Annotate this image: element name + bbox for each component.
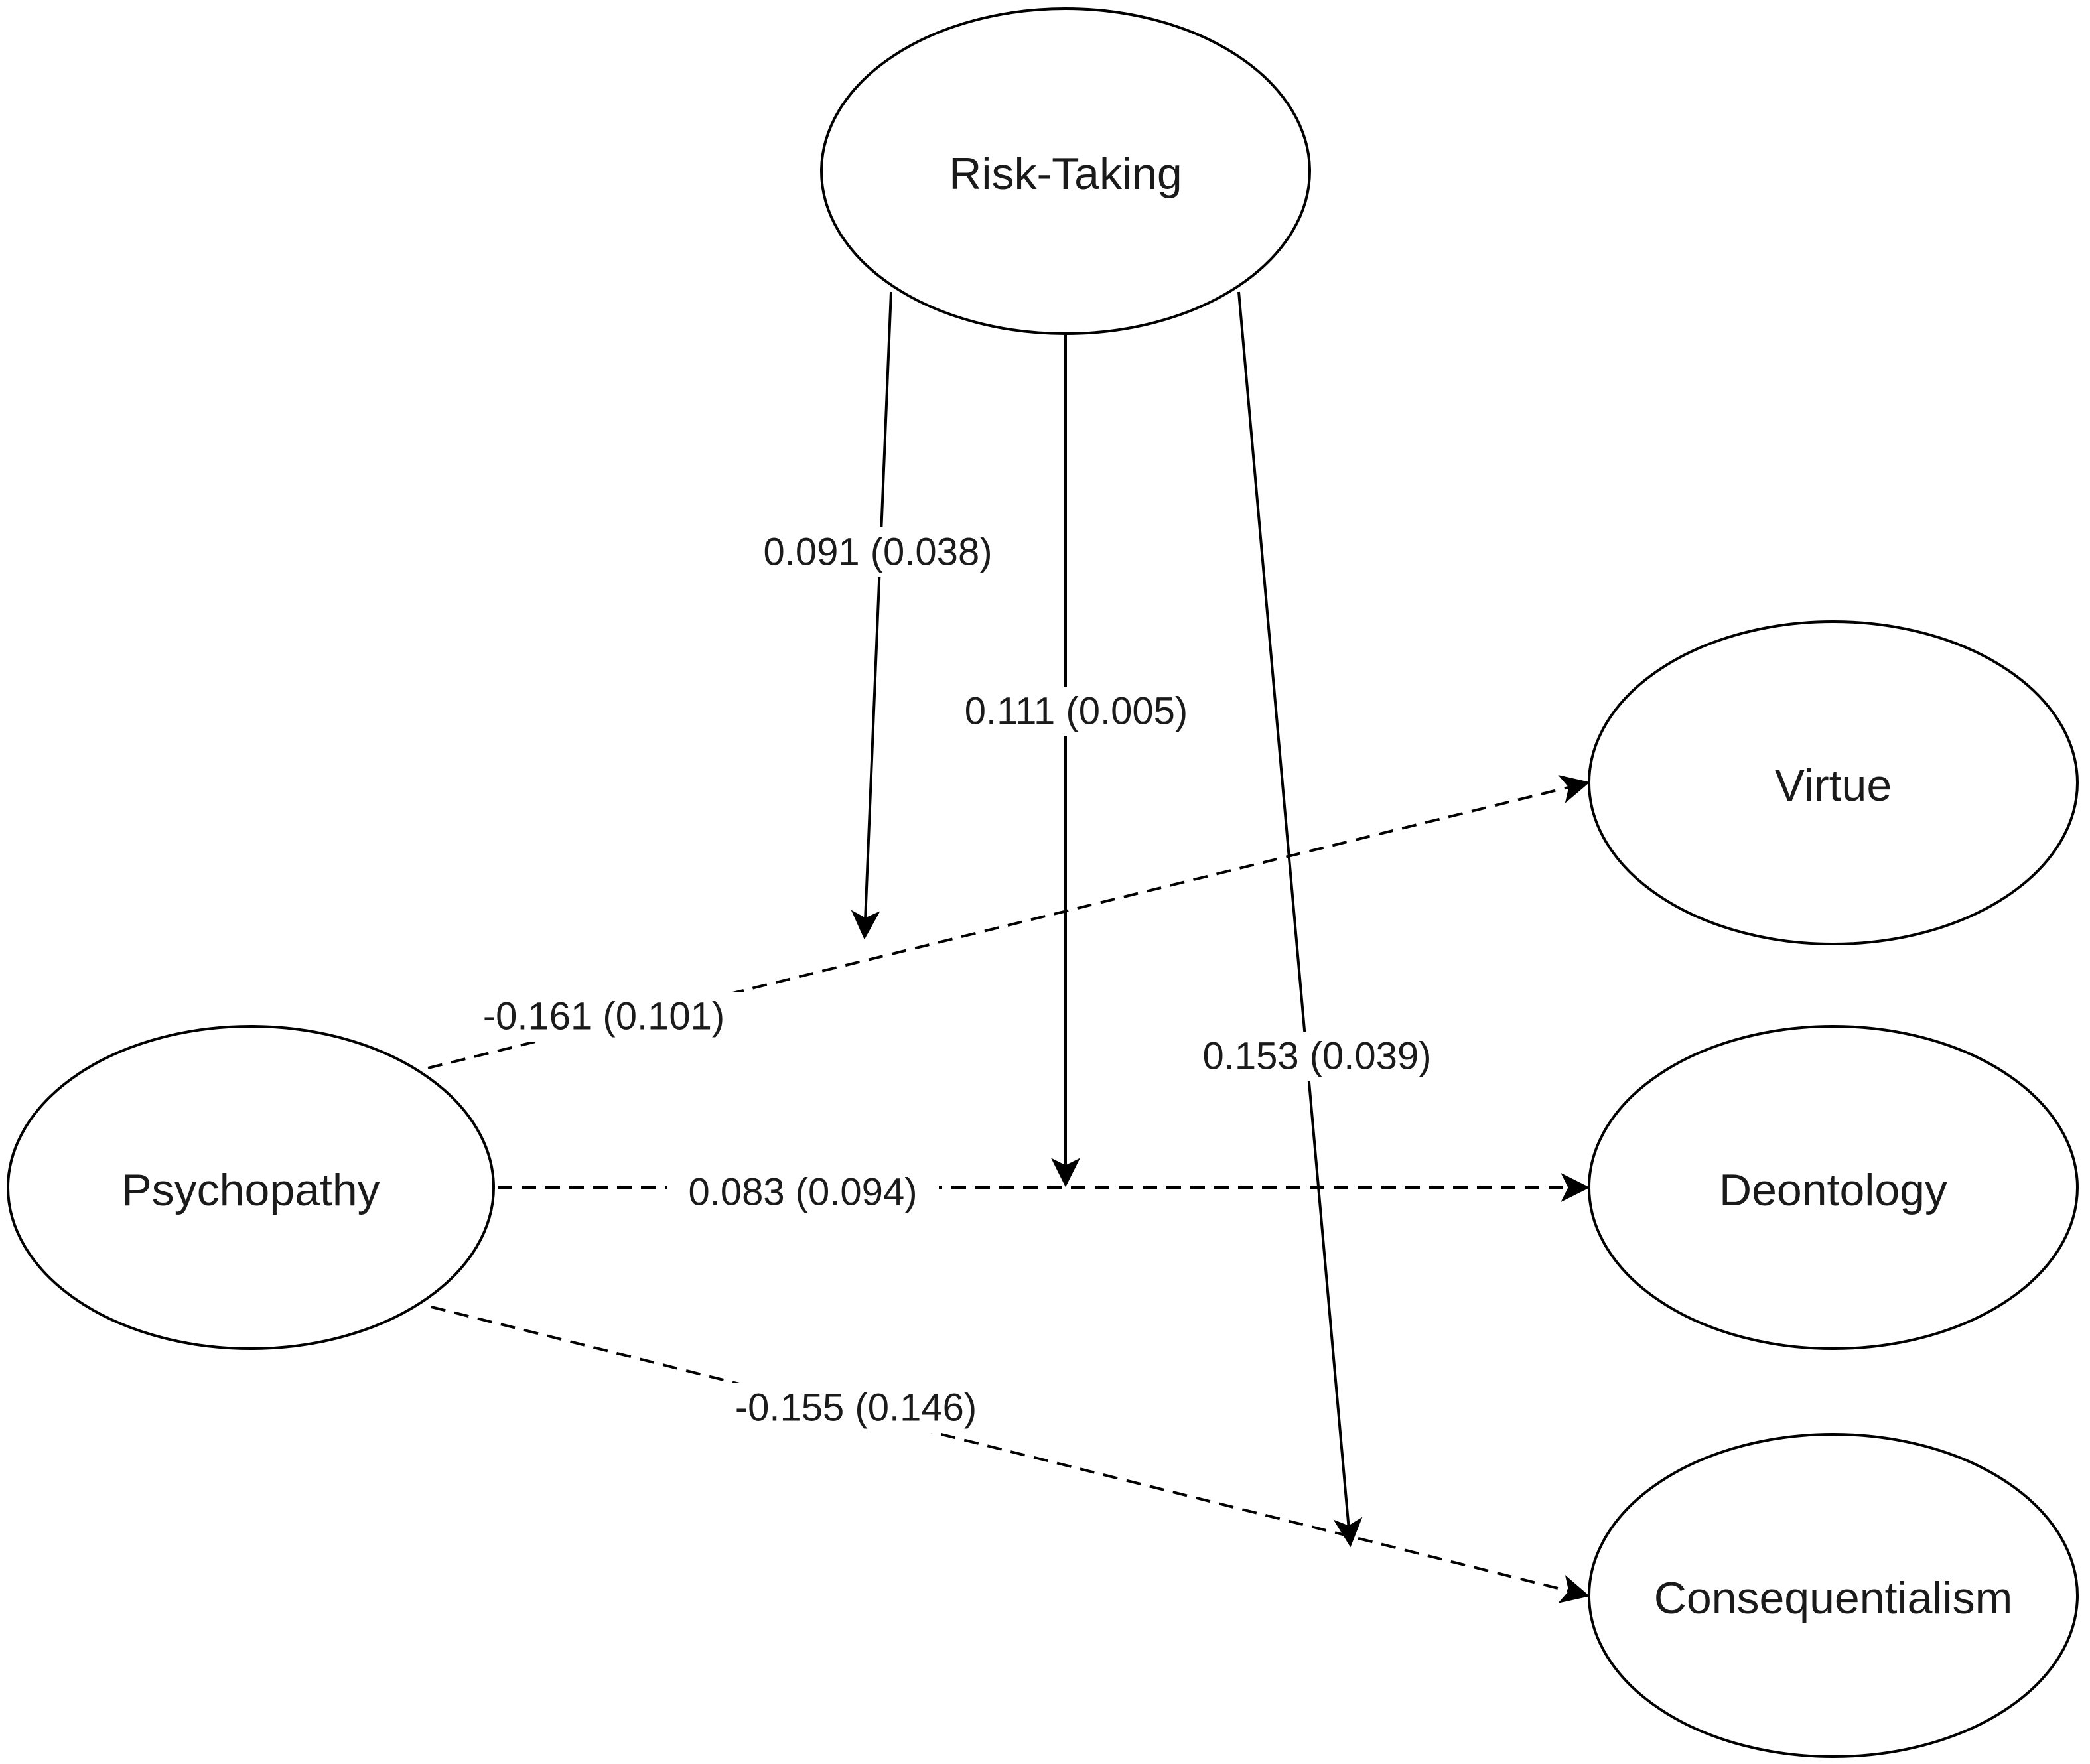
svg-text:-0.161 (0.101): -0.161 (0.101) bbox=[483, 995, 725, 1038]
edge-label-risk-virtue: 0.091 (0.038) bbox=[742, 527, 1014, 577]
svg-text:0.153 (0.039): 0.153 (0.039) bbox=[1202, 1035, 1431, 1078]
edge-risk-moderates-virtue bbox=[851, 291, 892, 940]
node-deontology: Deontology bbox=[1588, 1025, 2079, 1350]
node-consequentialism: Consequentialism bbox=[1588, 1433, 2079, 1758]
svg-text:Risk-Taking: Risk-Taking bbox=[949, 149, 1182, 199]
svg-text:Psychopathy: Psychopathy bbox=[121, 1165, 380, 1215]
edge-label-psychopathy-consequentialism: -0.155 (0.146) bbox=[713, 1383, 999, 1433]
edge-label-risk-deontology: 0.111 (0.005) bbox=[942, 687, 1208, 736]
edge-psychopathy-consequentialism bbox=[431, 1306, 1590, 1603]
svg-text:0.083 (0.094): 0.083 (0.094) bbox=[688, 1171, 917, 1214]
svg-text:-0.155 (0.146): -0.155 (0.146) bbox=[735, 1387, 977, 1430]
svg-text:Deontology: Deontology bbox=[1719, 1165, 1947, 1215]
node-risk-taking: Risk-Taking bbox=[820, 7, 1311, 335]
edge-label-risk-consequentialism: 0.153 (0.039) bbox=[1181, 1032, 1453, 1081]
node-psychopathy: Psychopathy bbox=[7, 1025, 495, 1350]
svg-text:Virtue: Virtue bbox=[1775, 760, 1892, 811]
svg-text:0.091 (0.038): 0.091 (0.038) bbox=[763, 531, 992, 574]
edge-risk-moderates-consequentialism bbox=[1237, 291, 1363, 1548]
node-virtue: Virtue bbox=[1588, 620, 2079, 945]
svg-text:0.111 (0.005): 0.111 (0.005) bbox=[965, 690, 1188, 733]
svg-text:Consequentialism: Consequentialism bbox=[1654, 1573, 2013, 1623]
edge-label-psychopathy-deontology: 0.083 (0.094) bbox=[667, 1168, 939, 1217]
edge-label-psychopathy-virtue: -0.161 (0.101) bbox=[461, 992, 746, 1042]
